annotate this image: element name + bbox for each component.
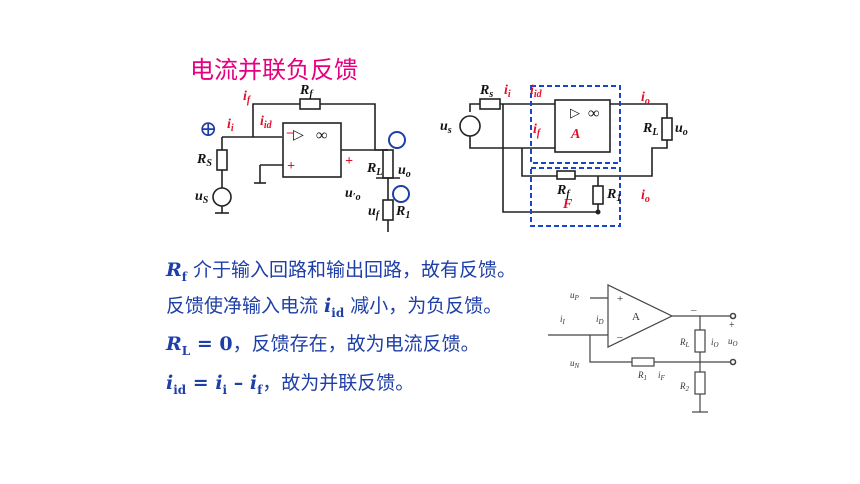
- us-source-2: [459, 115, 481, 137]
- ii-label-1: ii: [227, 117, 234, 134]
- circuit-3: + – A – + uP iI iD uN R1 iF RL iO uO R2: [548, 284, 738, 413]
- rl-resistor-1: [382, 149, 394, 179]
- circuit-1: ▷ ∞ – + + ⊕ if Rf ii iid RS uS RL uo u′o…: [195, 83, 411, 232]
- r1-resistor-3: [631, 357, 655, 367]
- rl-label-1: RL: [366, 161, 382, 178]
- text-line-4: iid = ii – if，故为并联反馈。: [166, 372, 415, 397]
- opamp-triangle-icon: ▷: [293, 128, 304, 143]
- if-label-1: if: [243, 89, 252, 106]
- rl-label-3: RL: [679, 337, 690, 349]
- if-label-3: iF: [658, 370, 666, 382]
- f-label: F: [562, 197, 573, 212]
- io2-label-2: io: [641, 188, 650, 205]
- infinity-icon-2: ∞: [588, 105, 599, 122]
- a-label: A: [570, 127, 580, 142]
- text-line-3: RL = 0，反馈存在，故为电流反馈。: [166, 333, 480, 358]
- r1-label-3: R1: [637, 370, 647, 382]
- opamp-2: [554, 99, 611, 153]
- r2-resistor-3: [694, 371, 706, 395]
- r1-label-1: R1: [395, 204, 410, 221]
- id-label-3: iD: [596, 314, 604, 326]
- uo-prime-label-1: u′o: [345, 186, 361, 203]
- rl-resistor-3: [694, 329, 706, 353]
- rl-label-2: RL: [642, 121, 658, 138]
- a-label-3: A: [632, 311, 640, 323]
- rf-label-1: Rf: [299, 83, 314, 100]
- uf-label-1: uf: [368, 204, 381, 221]
- if-label-2: if: [533, 122, 542, 139]
- output-plus: +: [345, 154, 353, 169]
- un-label: uN: [570, 358, 580, 370]
- us-source-1: [212, 187, 232, 207]
- ii-label-3: iI: [560, 314, 566, 326]
- rf-resistor-2: [556, 170, 576, 180]
- iid-label-1: iid: [260, 114, 273, 131]
- text-line-1: Rf 介于输入回路和输出回路，故有反馈。: [166, 259, 517, 284]
- r1-label-2: R1: [606, 187, 621, 204]
- slide-title: 电流并联负反馈: [190, 56, 358, 84]
- up-label: uP: [570, 290, 580, 302]
- uo-label-3: uO: [728, 336, 738, 348]
- io-label-3: iO: [711, 337, 719, 349]
- ii-label-2: ii: [504, 83, 511, 100]
- r2-label-3: R2: [679, 381, 690, 393]
- iid-label-2: iid: [530, 83, 543, 100]
- circuit-2: ▷ ∞ A F Rs ii iid io us if RL uo Rf R1 i…: [440, 83, 688, 227]
- us-label-2: us: [440, 119, 452, 136]
- rf-resistor-1: [299, 98, 321, 110]
- us-label-1: uS: [195, 189, 209, 206]
- r1-resistor-2: [592, 185, 604, 205]
- r1-resistor-1: [382, 199, 394, 221]
- rl-resistor-2: [661, 117, 673, 141]
- rs-label-2: Rs: [479, 83, 493, 100]
- minus-circle-icon: [388, 131, 406, 149]
- plus-sign: +: [287, 159, 295, 174]
- infinity-icon: ∞: [316, 127, 327, 144]
- plus-sign-out: +: [729, 320, 735, 331]
- feedback-block-f: [530, 167, 621, 227]
- minus-sign-3: –: [616, 331, 623, 343]
- opamp-triangle-icon-2: ▷: [570, 105, 580, 120]
- minus-circle-icon-2: [392, 185, 410, 203]
- rf-label-2: Rf: [556, 183, 571, 200]
- rs-resistor-1: [216, 149, 228, 171]
- plus-sign-3: +: [617, 293, 623, 305]
- minus-sign-out: –: [690, 304, 697, 316]
- rs-label-1: RS: [196, 152, 212, 169]
- circle-plus-icon: ⊕: [199, 116, 217, 141]
- rs-resistor-2: [479, 98, 501, 110]
- text-line-2: 反馈使净输入电流 iid 减小，为负反馈。: [166, 295, 503, 320]
- uo-label-2: uo: [675, 121, 688, 138]
- opamp-3: [607, 284, 674, 348]
- uo-label-1: uo: [398, 163, 411, 180]
- amplifier-block-a: [530, 85, 621, 164]
- io-label-2: io: [641, 90, 650, 107]
- minus-sign: –: [286, 125, 294, 140]
